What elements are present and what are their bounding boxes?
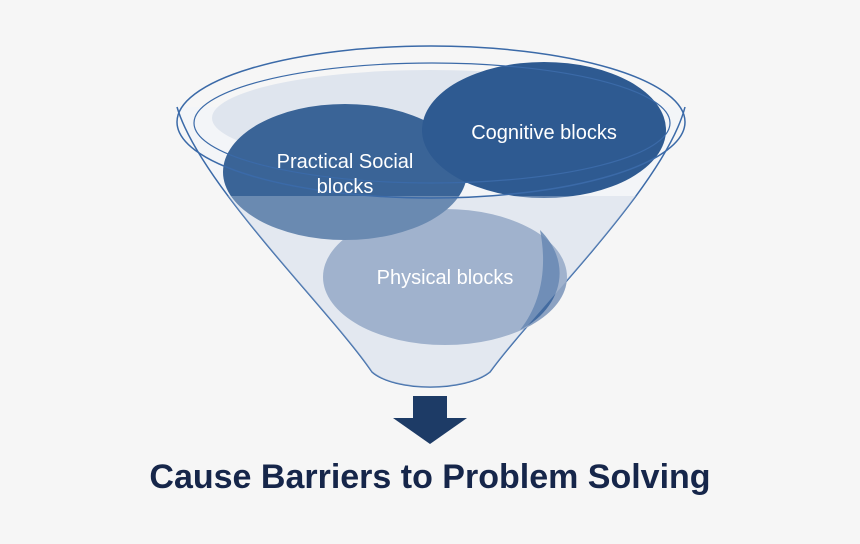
down-arrow-icon [393, 396, 467, 444]
physical-blocks-blob [323, 209, 567, 345]
funnel-inner-rim [193, 62, 671, 184]
practical-social-blocks-label-line2: blocks [317, 176, 374, 198]
practical-social-blocks-blob [223, 104, 467, 240]
physical-blocks-shadow [520, 230, 560, 330]
practical-social-blocks-label: Practical Social [277, 151, 414, 173]
diagram-caption: Cause Barriers to Problem Solving [149, 458, 711, 496]
physical-blocks-label: Physical blocks [377, 267, 514, 289]
funnel-outer-rim [176, 45, 686, 199]
funnel-lower-glass [177, 196, 685, 387]
cognitive-blocks-label: Cognitive blocks [471, 122, 617, 144]
